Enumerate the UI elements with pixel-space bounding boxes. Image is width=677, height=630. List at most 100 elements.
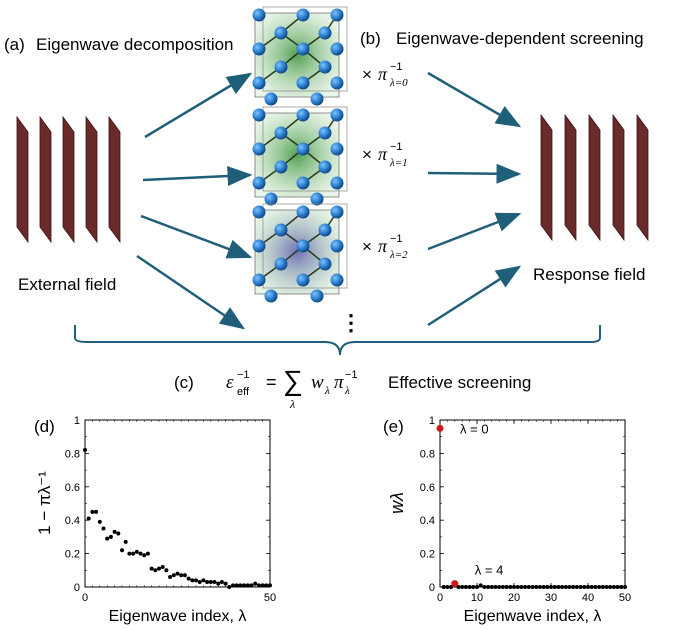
data-point bbox=[541, 585, 546, 589]
data-point bbox=[179, 573, 184, 578]
factor-sup: −1 bbox=[390, 233, 403, 245]
panel-a-letter: (a) bbox=[4, 35, 25, 54]
data-point bbox=[142, 553, 147, 558]
data-point bbox=[619, 585, 624, 589]
x-axis-title: Eigenwave index, λ bbox=[109, 608, 247, 625]
atom bbox=[274, 257, 288, 271]
data-point bbox=[208, 579, 213, 584]
data-point bbox=[216, 581, 221, 586]
arrow-ext-to-mode0 bbox=[144, 72, 253, 139]
atom bbox=[252, 205, 266, 219]
atom bbox=[330, 176, 344, 190]
data-point bbox=[116, 531, 121, 536]
eq-equals: = bbox=[266, 372, 277, 392]
atom bbox=[330, 239, 344, 253]
data-point bbox=[456, 585, 461, 589]
data-point bbox=[623, 585, 627, 589]
field-sheet bbox=[636, 113, 649, 242]
data-point bbox=[449, 585, 454, 589]
factor-lambda-0: × π −1 λ=0 bbox=[362, 61, 408, 89]
factor-times: × bbox=[362, 237, 372, 256]
field-sheet bbox=[540, 113, 553, 242]
atom bbox=[318, 126, 332, 140]
panel-e-letter: (e) bbox=[383, 417, 404, 436]
panel-b-title: Eigenwave-dependent screening bbox=[396, 29, 644, 48]
data-point bbox=[537, 585, 542, 589]
atom bbox=[296, 76, 310, 90]
y-axis-title: 1 − πλ⁻¹ bbox=[35, 471, 54, 535]
data-point bbox=[441, 585, 446, 589]
atom bbox=[310, 192, 324, 206]
eq-pi-sub: λ bbox=[344, 385, 350, 397]
y-tick-label: 0 bbox=[74, 582, 80, 594]
factor-times: × bbox=[362, 65, 372, 84]
data-point bbox=[600, 585, 605, 589]
y-axis-title: wλ bbox=[387, 492, 407, 514]
ellipsis: ⋮ bbox=[340, 310, 362, 335]
data-point bbox=[471, 585, 476, 589]
y-tick-label: 0.8 bbox=[420, 448, 435, 460]
atom bbox=[330, 108, 344, 122]
effective-screening-equation: ε −1 eff = ∑ λ w λ π λ −1 bbox=[226, 365, 358, 411]
data-point bbox=[512, 585, 516, 589]
highlighted-point bbox=[451, 580, 459, 588]
data-point bbox=[256, 583, 261, 588]
data-point bbox=[227, 585, 232, 589]
atom bbox=[264, 92, 278, 106]
x-axis-title: Eigenwave index, λ bbox=[464, 608, 602, 625]
factor-times: × bbox=[362, 145, 372, 164]
data-point bbox=[97, 519, 102, 524]
data-point bbox=[549, 585, 553, 589]
data-point bbox=[478, 583, 483, 588]
response-field-sheets bbox=[540, 113, 649, 242]
atom bbox=[330, 142, 344, 156]
data-point bbox=[168, 574, 173, 579]
crystal-cube bbox=[252, 203, 348, 303]
crystal-cube bbox=[252, 106, 348, 206]
data-point bbox=[201, 578, 206, 583]
x-tick-label: 0 bbox=[437, 592, 443, 604]
data-point bbox=[497, 585, 502, 589]
data-point bbox=[526, 585, 531, 589]
data-point bbox=[249, 583, 254, 588]
data-point bbox=[611, 585, 616, 589]
atom bbox=[296, 108, 310, 122]
highlight-label: λ = 4 bbox=[475, 563, 504, 578]
data-point bbox=[515, 585, 520, 589]
data-point bbox=[475, 585, 479, 589]
response-field-label: Response field bbox=[533, 265, 645, 284]
y-tick-label: 0.2 bbox=[420, 549, 435, 561]
atom bbox=[274, 26, 288, 40]
data-point bbox=[234, 583, 239, 588]
atom bbox=[274, 60, 288, 74]
data-point bbox=[552, 585, 557, 589]
field-sheet bbox=[85, 115, 98, 244]
data-point bbox=[197, 579, 202, 584]
factor-lambda-1: × π −1 λ=1 bbox=[362, 141, 408, 169]
data-point bbox=[463, 585, 468, 589]
x-tick-label: 50 bbox=[619, 592, 631, 604]
atom bbox=[296, 176, 310, 190]
data-point bbox=[486, 585, 491, 589]
data-point bbox=[160, 564, 165, 569]
factor-sup: −1 bbox=[390, 141, 403, 153]
data-point bbox=[253, 581, 258, 586]
data-point bbox=[519, 585, 524, 589]
data-point bbox=[153, 568, 158, 573]
data-point bbox=[157, 566, 161, 571]
data-point bbox=[571, 585, 576, 589]
data-point bbox=[545, 585, 550, 589]
y-tick-label: 0.6 bbox=[65, 482, 80, 494]
x-tick-label: 0 bbox=[82, 592, 88, 604]
data-point bbox=[245, 583, 250, 588]
data-point bbox=[260, 583, 265, 588]
data-point bbox=[264, 583, 269, 588]
atom bbox=[318, 60, 332, 74]
x-tick-label: 30 bbox=[545, 592, 557, 604]
data-point bbox=[504, 585, 509, 589]
data-point bbox=[615, 585, 620, 589]
atom bbox=[252, 108, 266, 122]
data-point bbox=[482, 585, 487, 589]
